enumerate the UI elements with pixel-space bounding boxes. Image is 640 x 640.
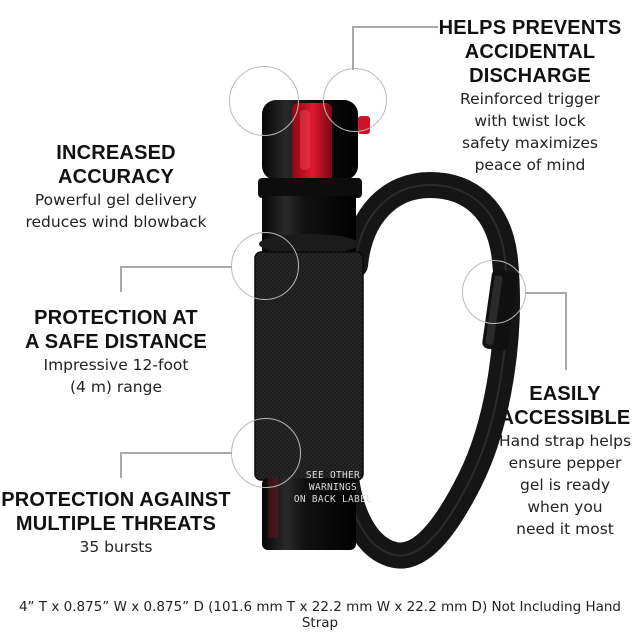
feature-title: INCREASED ACCURACY bbox=[56, 142, 176, 188]
feature-description-line: when you bbox=[527, 498, 603, 516]
feature-title-line: DISCHARGE bbox=[469, 65, 591, 87]
feature-description-line: peace of mind bbox=[474, 156, 586, 174]
callout-leader-range-v bbox=[120, 266, 122, 292]
feature-prevents-discharge: HELPS PREVENTS ACCIDENTAL DISCHARGE Rein… bbox=[430, 16, 630, 176]
feature-description: Impressive 12-foot (4 m) range bbox=[0, 354, 232, 398]
callout-circle-strap bbox=[462, 260, 526, 324]
callout-circle-trigger bbox=[323, 68, 387, 132]
feature-description: Powerful gel delivery reduces wind blowb… bbox=[0, 189, 232, 233]
feature-description-line: Powerful gel delivery bbox=[34, 191, 198, 209]
callout-circle-range bbox=[231, 232, 299, 300]
canister-warning-label: SEE OTHER WARNINGS ON BACK LABEL bbox=[288, 470, 378, 506]
dimensions-footer: 4” T x 0.875” W x 0.875” D (101.6 mm T x… bbox=[18, 599, 622, 631]
feature-title-line: MULTIPLE THREATS bbox=[15, 513, 217, 535]
callout-leader-bursts-v bbox=[120, 452, 122, 478]
feature-description-line: Impressive 12-foot bbox=[43, 356, 189, 374]
callout-leader-strap-h bbox=[525, 292, 565, 294]
feature-description-line: with twist lock bbox=[474, 112, 586, 130]
feature-description-line: ensure pepper bbox=[508, 454, 622, 472]
feature-description-line: Hand strap helps bbox=[498, 432, 632, 450]
feature-title: PROTECTION AGAINST MULTIPLE THREATS bbox=[0, 488, 232, 536]
feature-title-line: ACCIDENTAL bbox=[464, 41, 596, 63]
feature-protection-threats: PROTECTION AGAINST MULTIPLE THREATS 35 b… bbox=[0, 488, 232, 558]
canister-label-line: WARNINGS bbox=[308, 482, 358, 493]
callout-leader-trigger-h bbox=[352, 26, 438, 28]
feature-title-line: PROTECTION AGAINST bbox=[1, 489, 231, 511]
callout-leader-range-h bbox=[120, 266, 232, 268]
feature-protection-distance: PROTECTION AT A SAFE DISTANCE Impressive… bbox=[0, 306, 232, 398]
feature-title-line: ACCESSIBLE bbox=[499, 407, 631, 429]
callout-circle-bursts bbox=[231, 418, 301, 488]
callout-leader-bursts-h bbox=[120, 452, 232, 454]
feature-title: HELPS PREVENTS ACCIDENTAL DISCHARGE bbox=[430, 16, 630, 88]
feature-description: Reinforced trigger with twist lock safet… bbox=[430, 88, 630, 176]
canister-label-line: ON BACK LABEL bbox=[293, 494, 373, 505]
feature-title-line: EASILY bbox=[529, 383, 601, 405]
feature-description: 35 bursts bbox=[0, 536, 232, 558]
feature-description-line: (4 m) range bbox=[70, 378, 162, 396]
feature-description-line: 35 bursts bbox=[79, 538, 153, 556]
feature-description-line: safety maximizes bbox=[462, 134, 598, 152]
feature-title: EASILY ACCESSIBLE bbox=[490, 382, 640, 430]
canister-label-line: SEE OTHER bbox=[305, 470, 361, 481]
callout-leader-strap-v bbox=[565, 292, 567, 370]
feature-title-line: HELPS PREVENTS bbox=[438, 17, 622, 39]
feature-description-line: Reinforced trigger bbox=[460, 90, 600, 108]
feature-description-line: need it most bbox=[516, 520, 614, 538]
feature-title-line: PROTECTION AT bbox=[34, 307, 198, 329]
feature-easily-accessible: EASILY ACCESSIBLE Hand strap helps ensur… bbox=[490, 382, 640, 540]
feature-description-line: reduces wind blowback bbox=[25, 213, 207, 231]
feature-description: Hand strap helps ensure pepper gel is re… bbox=[490, 430, 640, 540]
feature-description-line: gel is ready bbox=[520, 476, 610, 494]
feature-title: PROTECTION AT A SAFE DISTANCE bbox=[0, 306, 232, 354]
callout-circle-nozzle bbox=[229, 66, 299, 136]
feature-increased-accuracy: INCREASED ACCURACY Powerful gel delivery… bbox=[0, 141, 232, 233]
callout-leader-trigger-v bbox=[352, 26, 354, 70]
feature-title-line: A SAFE DISTANCE bbox=[25, 331, 207, 353]
